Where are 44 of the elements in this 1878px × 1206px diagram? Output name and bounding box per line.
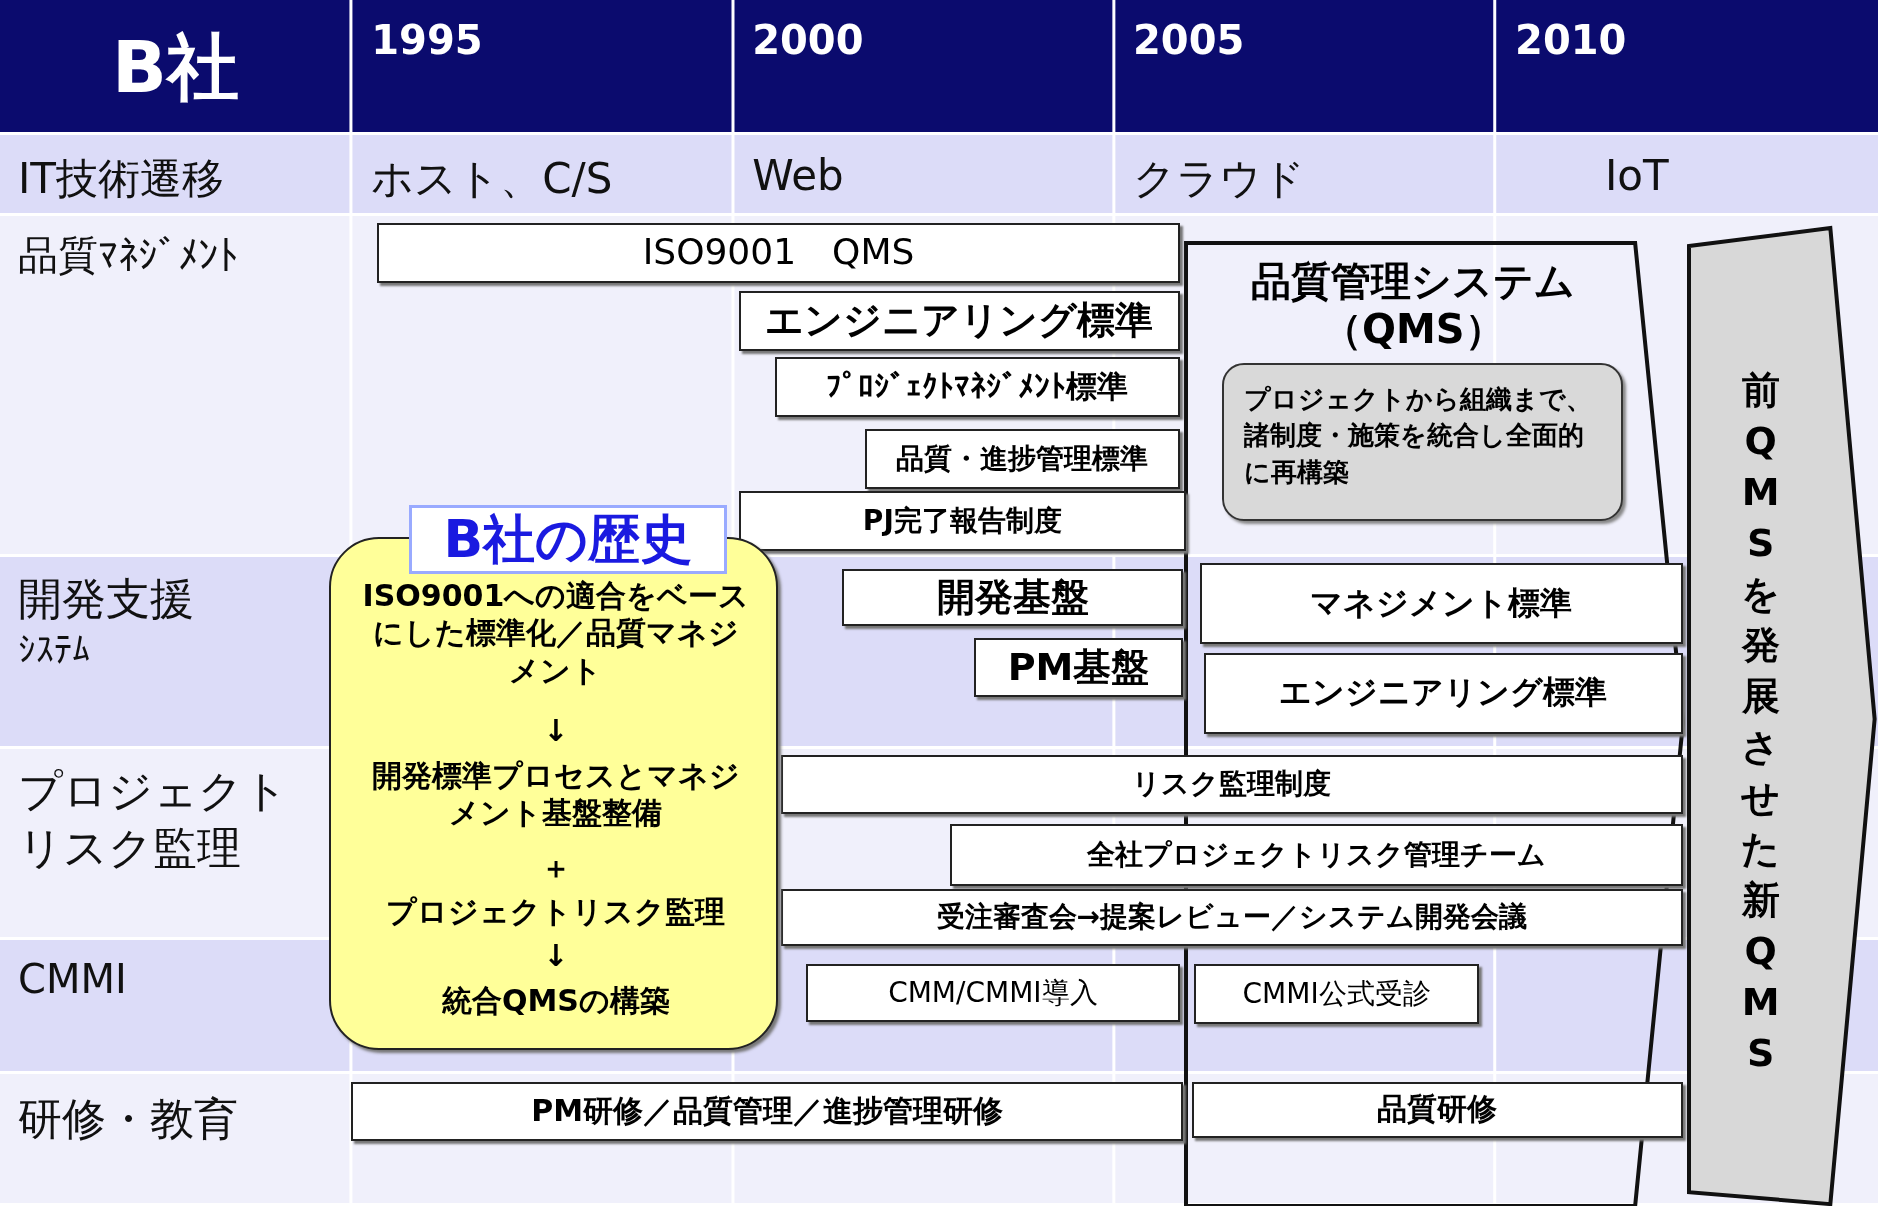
row-heading: 研修・教育 (17, 1091, 238, 1146)
standard-box: マネジメント標準 (1200, 562, 1683, 645)
year-label: 1995 (371, 16, 483, 63)
heading-text: 品質管理システム（QMS） (1250, 257, 1577, 355)
year-label: 2010 (1515, 16, 1627, 63)
standard-box: CMM/CMMI導入 (806, 964, 1180, 1022)
down-arrow-text: ↓ (542, 937, 570, 976)
body-text: 統合QMSの構築 (440, 981, 671, 1020)
heading-tab: B社の歴史 (409, 505, 727, 575)
row-heading: IT技術遷移 (17, 152, 224, 205)
standard-box: エンジニアリング標準 (738, 291, 1180, 351)
era-label: クラウド (1133, 152, 1305, 205)
standard-box: 開発基盤 (842, 568, 1184, 627)
company-label: B社 (111, 23, 240, 111)
standard-box: 受注審査会→提案レビュー／システム開発会議 (780, 888, 1683, 947)
standard-box: 品質研修 (1191, 1081, 1683, 1138)
standard-box: 品質・進捗管理標準 (864, 428, 1180, 489)
standard-box: PJ完了報告制度 (738, 491, 1186, 551)
down-arrow-text: ↓ (542, 712, 570, 751)
row-heading: CMMI (17, 955, 127, 1002)
note-box: プロジェクトから組織まで、諸制度・施策を統合し全面的に再構築 (1221, 362, 1623, 521)
vertical-text: 前QMSを発展させた新QMS (1740, 367, 1782, 1078)
era-label: Web (752, 150, 844, 200)
year-label: 2005 (1133, 16, 1245, 63)
body-text: プロジェクトリスク監理 (385, 893, 727, 932)
row-heading: 開発支援 (17, 572, 194, 627)
big-arrow (1688, 227, 1878, 1204)
standard-box: 全社プロジェクトリスク管理チーム (949, 824, 1683, 887)
body-text: ISO9001への適合をベースにした標準化／品質マネジメント (361, 576, 751, 690)
era-label: IoT (1604, 150, 1669, 200)
standard-box: PM基盤 (973, 638, 1184, 698)
standard-box: リスク監理制度 (780, 754, 1683, 815)
standard-box: PM研修／品質管理／進捗管理研修 (350, 1081, 1184, 1142)
body-text: 開発標準プロセスとマネジメント基盤整備 (370, 756, 741, 833)
standard-box: CMMI公式受診 (1194, 964, 1480, 1024)
row-heading: 品質ﾏﾈｼﾞﾒﾝﾄ (17, 230, 238, 280)
row-heading: ｼｽﾃﾑ (17, 628, 90, 670)
standard-box: エンジニアリング標準 (1203, 652, 1683, 735)
row-heading: プロジェクトリスク監理 (17, 763, 289, 875)
standard-box: ISO9001 QMS (377, 222, 1180, 283)
year-label: 2000 (752, 16, 864, 63)
era-label: ホスト、C/S (371, 152, 613, 205)
standard-box: ﾌﾟﾛｼﾞｪｸﾄﾏﾈｼﾞﾒﾝﾄ標準 (774, 356, 1180, 417)
plus-text: ＋ (539, 848, 572, 887)
